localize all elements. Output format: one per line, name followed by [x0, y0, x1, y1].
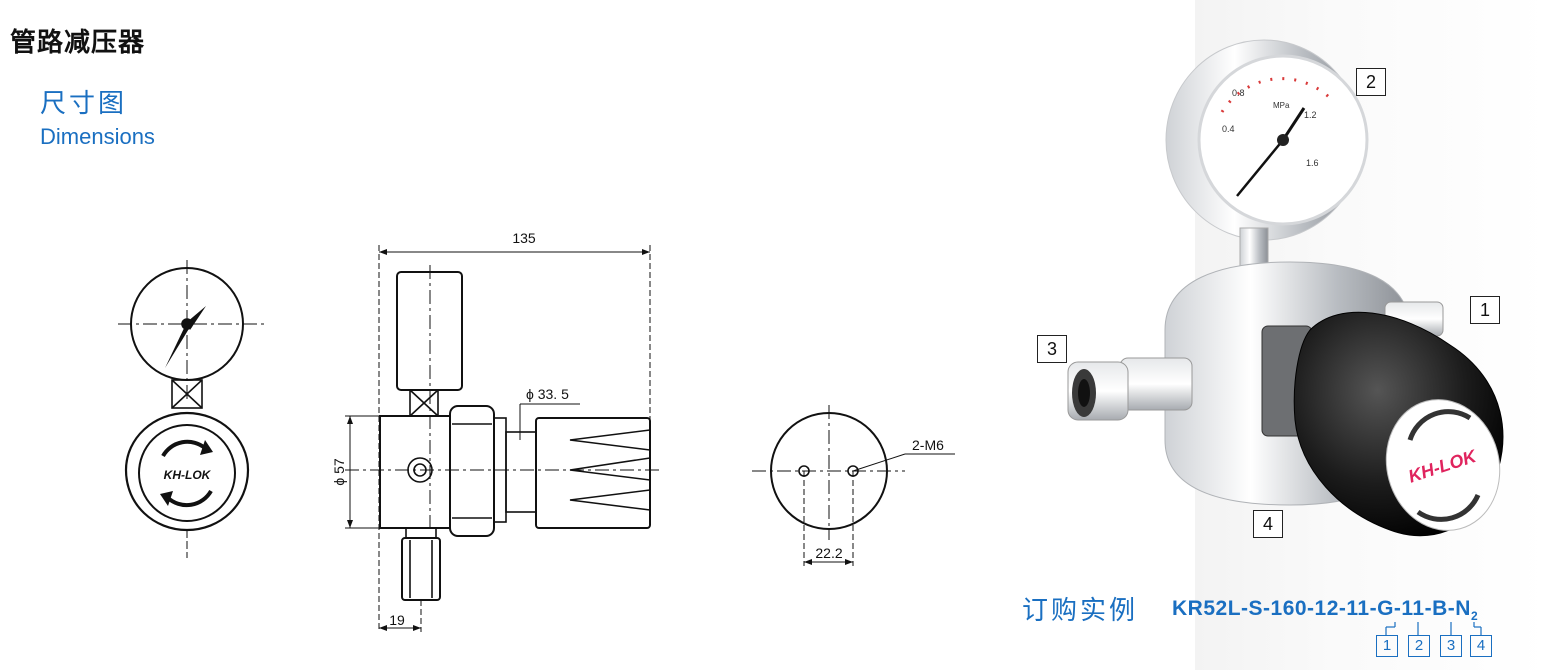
svg-text:MPa: MPa: [1273, 101, 1290, 110]
svg-text:0.8: 0.8: [1232, 88, 1245, 98]
ordering-key-1: 1: [1376, 635, 1398, 657]
page-title: 管路减压器: [10, 28, 146, 58]
product-photo: MPa 0.8 1.2 0.4 1.6: [1067, 39, 1504, 537]
dim-port-offset: 19: [389, 612, 405, 628]
dim-overall-length: 135: [512, 230, 536, 246]
svg-text:0.4: 0.4: [1222, 124, 1235, 134]
photo-callout-2: 2: [1356, 68, 1386, 96]
ordering-example-label: 订购实例: [1022, 596, 1139, 626]
ordering-key-4: 4: [1470, 635, 1492, 657]
dim-mount-holes: 2-M6: [912, 437, 944, 453]
photo-callout-1: 1: [1470, 296, 1500, 324]
rear-view-drawing: [752, 405, 955, 566]
side-view-drawing: [345, 245, 660, 632]
front-view-drawing: [118, 260, 268, 558]
dim-knob-diameter: ϕ 33. 5: [526, 386, 569, 402]
front-view-brand-label: KH-LOK: [164, 468, 212, 482]
photo-callout-3: 3: [1037, 335, 1067, 363]
rear-view-arrowheads: [804, 559, 853, 565]
side-view-arrowheads: [347, 249, 650, 631]
ordering-code-text: KR52L-S-160-12-11-G-11-B-N: [1172, 597, 1471, 620]
svg-text:1.2: 1.2: [1304, 110, 1317, 120]
photo-callout-4: 4: [1253, 510, 1283, 538]
dim-body-diameter: ϕ 57: [331, 458, 347, 486]
ordering-code-subscript: 2: [1470, 609, 1479, 624]
svg-text:1.6: 1.6: [1306, 158, 1319, 168]
ordering-key-3: 3: [1440, 635, 1462, 657]
ordering-example-code: KR52L-S-160-12-11-G-11-B-N2: [1172, 597, 1478, 623]
dim-hole-spacing: 22.2: [815, 545, 842, 561]
section-title-cn: 尺寸图: [40, 89, 128, 119]
section-title-en: Dimensions: [40, 124, 155, 149]
ordering-key-2: 2: [1408, 635, 1430, 657]
